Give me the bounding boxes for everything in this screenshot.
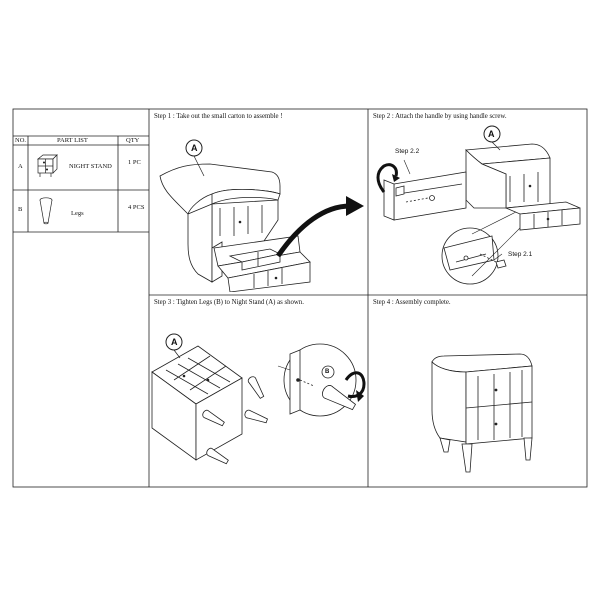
step-4-illustration [431,353,533,473]
step-1-caption: Step 1 : Take out the small carton to as… [154,113,283,120]
header-qty: QTY [126,137,140,144]
step-3-label: A [171,337,178,347]
row-b-no: B [18,206,23,213]
step-4-caption: Step 4 : Assembly complete. [373,299,451,306]
nightstand-icon [37,154,58,177]
step-2-1-callout: Step 2.1 [508,251,533,258]
step-1-label: A [191,143,198,153]
step-3-detail-label: B [325,369,330,375]
row-a-no: A [18,163,23,170]
step-3-caption: Step 3 : Tighten Legs (B) to Night Stand… [154,299,304,306]
row-b-qty: 4 PCS [128,204,145,211]
step-2-illustration [376,125,581,285]
row-a-qty: 1 PC [128,159,141,166]
header-no: NO. [15,137,27,144]
header-part-list: PART LIST [57,137,88,144]
outer-border [12,108,588,488]
row-a-name: NIGHT STAND [69,163,112,170]
row-b-name: Legs [71,210,84,217]
step-3-illustration [151,333,366,465]
step-2-label: A [488,129,495,139]
step-2-2-callout: Step 2.2 [395,148,420,155]
step-1-illustration [159,139,364,292]
step-2-caption: Step 2 : Attach the handle by using hand… [373,113,507,120]
leg-icon [39,197,53,225]
